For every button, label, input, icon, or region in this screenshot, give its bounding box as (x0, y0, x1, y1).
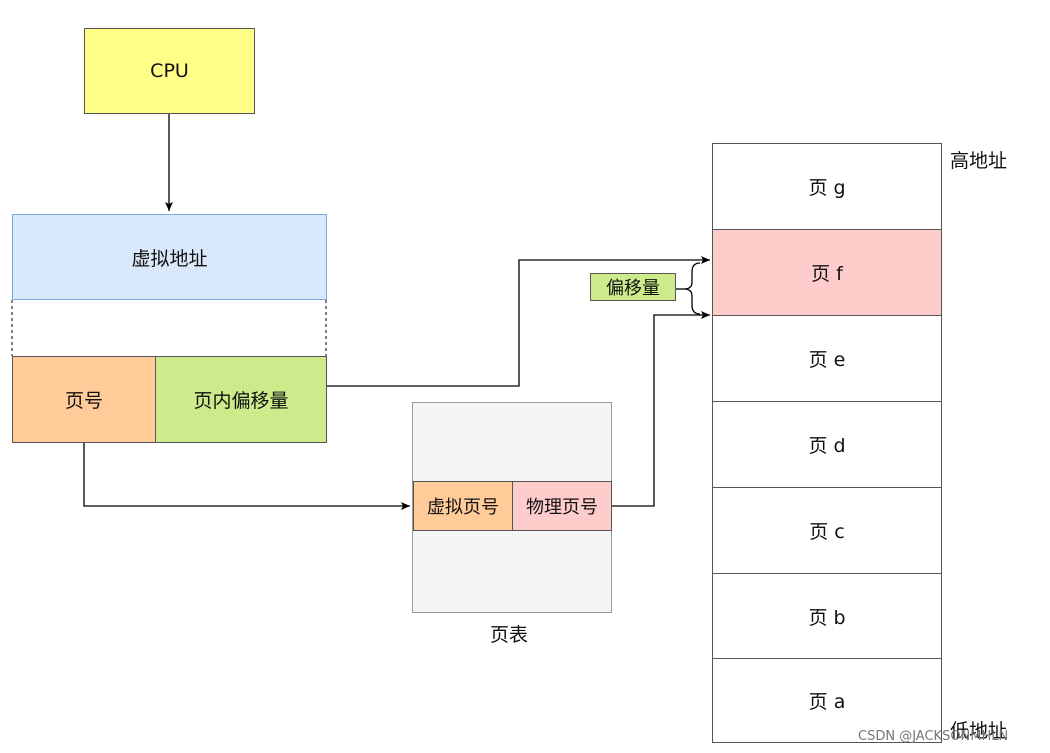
memory-page-a: 页 a (712, 658, 942, 743)
virtual-address-box: 虚拟地址 (12, 214, 327, 300)
page-table-caption: 页表 (490, 624, 529, 646)
memory-page-e: 页 e (712, 315, 942, 402)
memory-page-e-label: 页 e (808, 349, 846, 371)
memory-page-b-label: 页 b (808, 606, 846, 629)
offset-label-text: 偏移量 (606, 278, 660, 299)
memory-page-g: 页 g (712, 143, 942, 230)
page-number-box: 页号 (12, 356, 156, 443)
memory-page-g-label: 页 g (808, 177, 846, 199)
memory-page-d: 页 d (712, 401, 942, 488)
offset-brace (683, 262, 701, 315)
memory-page-d-label: 页 d (808, 435, 846, 457)
memory-page-c-label: 页 c (809, 521, 845, 543)
high-address-label: 高地址 (950, 150, 1008, 172)
physical-page-to-page-f-arrow (612, 311, 710, 507)
virtual-address-title: 虚拟地址 (131, 247, 208, 270)
virtual-page-number-label: 虚拟页号 (427, 497, 499, 518)
memory-page-f: 页 f (712, 229, 942, 316)
cpu-label: CPU (150, 60, 189, 82)
virtual-page-number-cell: 虚拟页号 (413, 481, 513, 531)
memory-page-b: 页 b (712, 573, 942, 659)
page-number-to-page-table-arrow (83, 443, 410, 510)
page-offset-box: 页内偏移量 (155, 356, 327, 443)
low-address-label: 低地址 (950, 720, 1008, 742)
offset-label-box: 偏移量 (590, 273, 676, 301)
physical-page-number-label: 物理页号 (526, 497, 598, 518)
memory-page-c: 页 c (712, 487, 942, 574)
memory-page-f-label: 页 f (811, 263, 843, 285)
memory-page-a-label: 页 a (808, 691, 846, 713)
cpu-box: CPU (84, 28, 255, 114)
page-number-label: 页号 (64, 390, 103, 412)
page-offset-label: 页内偏移量 (193, 390, 289, 412)
physical-page-number-cell: 物理页号 (512, 481, 612, 531)
watermark: CSDN @JACKSONMHLN (858, 729, 1009, 744)
